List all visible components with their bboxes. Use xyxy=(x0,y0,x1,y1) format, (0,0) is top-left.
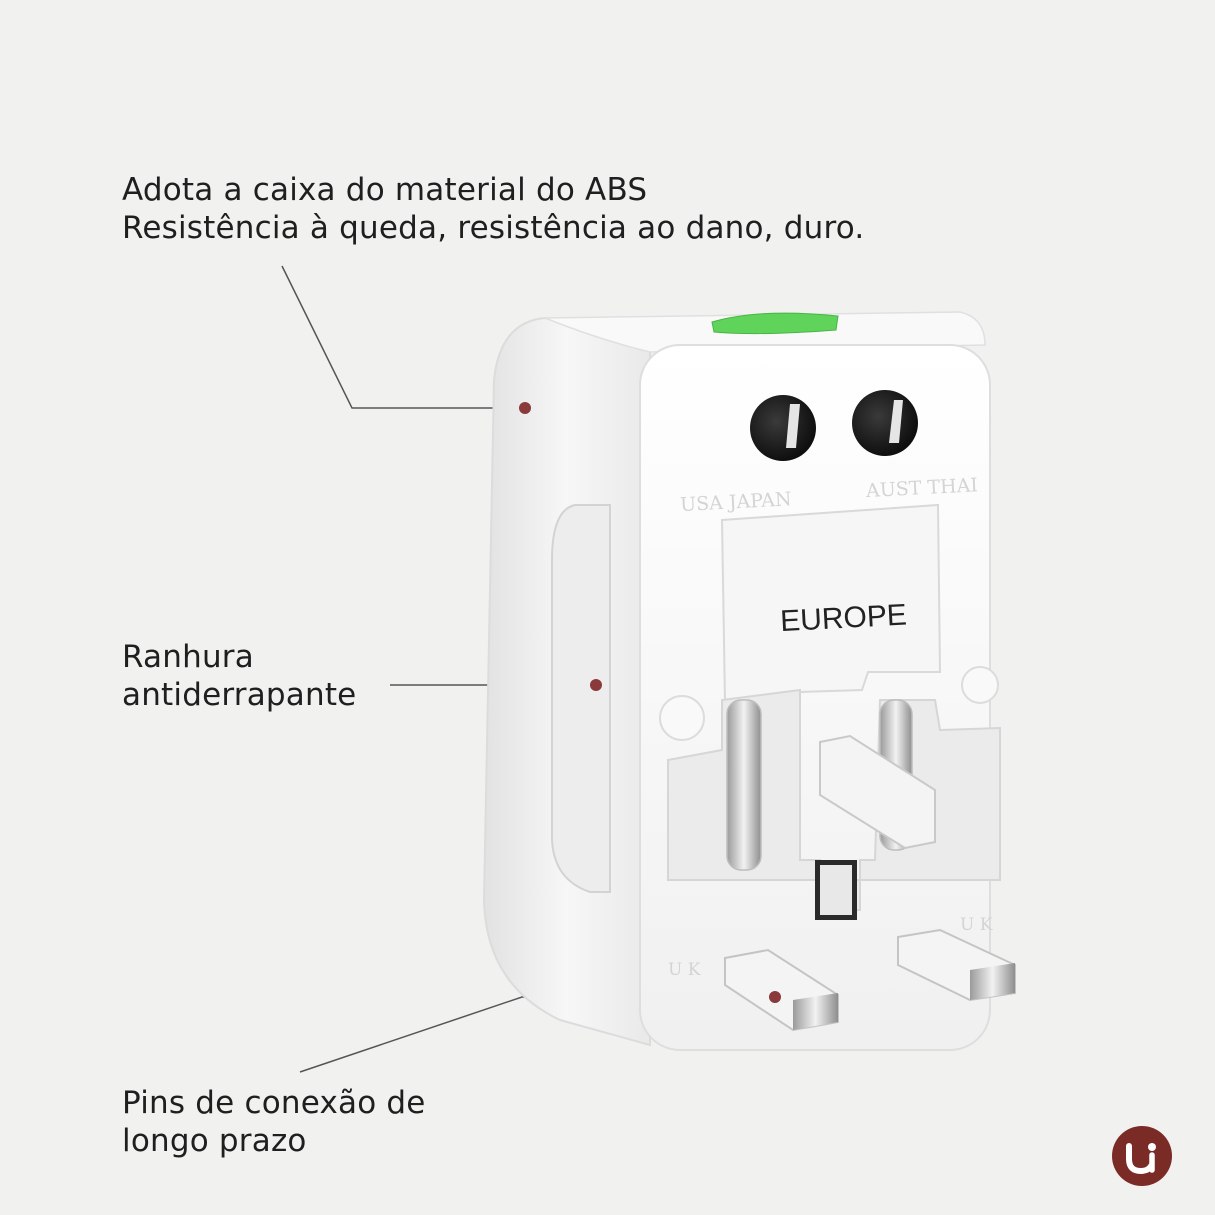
ui-logo-icon xyxy=(1112,1126,1172,1186)
release-button-left xyxy=(659,695,705,741)
flat-pin xyxy=(819,734,936,850)
marker-dot-material xyxy=(519,402,531,414)
release-button-right xyxy=(961,666,999,704)
caption-groove-line1: Ranhura xyxy=(122,639,254,675)
caption-groove-line2: antiderrapante xyxy=(122,677,357,713)
europe-plate: EUROPE xyxy=(720,503,942,704)
caption-pins: Pins de conexão de longo prazo xyxy=(122,1084,426,1160)
uk-label-left: U K xyxy=(668,960,701,980)
caption-pins-line1: Pins de conexão de xyxy=(122,1085,426,1121)
caption-material: Adota a caixa do material do ABS Resistê… xyxy=(122,171,864,247)
marker-dots xyxy=(519,402,781,1003)
uk-pins xyxy=(724,928,1016,1032)
leader-line-material xyxy=(281,265,520,409)
europe-label: EUROPE xyxy=(779,599,907,639)
caption-pins-line2: longo prazo xyxy=(122,1123,307,1159)
anti-slip-groove xyxy=(551,504,611,893)
caption-material-line2: Resistência à queda, resistência ao dano… xyxy=(122,210,865,246)
green-slider xyxy=(711,312,839,335)
marker-dot-groove xyxy=(590,679,602,691)
round-sockets xyxy=(750,390,918,461)
caption-material-line1: Adota a caixa do material do ABS xyxy=(122,172,648,208)
marker-dot-pins xyxy=(769,991,781,1003)
caption-groove: Ranhura antiderrapante xyxy=(122,638,356,714)
adapter-side-body xyxy=(482,316,651,1047)
uk-label-right: U K xyxy=(960,915,993,935)
